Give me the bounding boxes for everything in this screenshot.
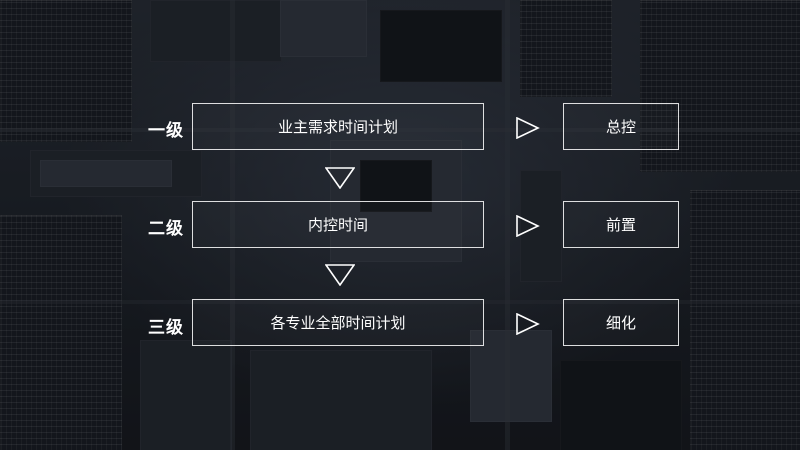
right-arrow-icon — [516, 117, 540, 139]
down-arrow-icon — [325, 167, 355, 189]
control-box-1: 总控 — [563, 103, 679, 150]
control-box-3: 细化 — [563, 299, 679, 346]
level-label-3: 三级 — [148, 318, 184, 338]
plan-box-1: 业主需求时间计划 — [192, 103, 484, 150]
level-label-1: 一级 — [148, 121, 184, 141]
plan-box-3: 各专业全部时间计划 — [192, 299, 484, 346]
control-box-2: 前置 — [563, 201, 679, 248]
down-arrow-icon — [325, 264, 355, 286]
right-arrow-icon — [516, 313, 540, 335]
right-arrow-icon — [516, 215, 540, 237]
level-label-2: 二级 — [148, 219, 184, 239]
plan-box-2: 内控时间 — [192, 201, 484, 248]
